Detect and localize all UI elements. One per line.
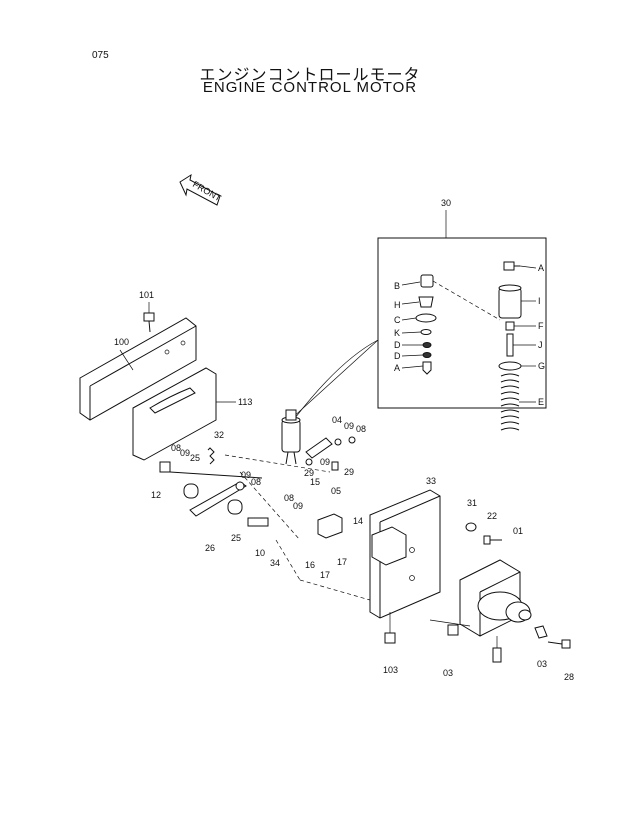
- label-04: 04: [332, 415, 342, 425]
- label-31: 31: [467, 498, 477, 508]
- label-29b: 29: [344, 467, 354, 477]
- title-japanese: エンジンコントロールモータ: [199, 67, 421, 84]
- label-i: I: [538, 296, 541, 306]
- label-32: 32: [214, 430, 224, 440]
- label-j: J: [538, 340, 543, 350]
- label-16: 16: [305, 560, 315, 570]
- label-d2: D: [394, 351, 401, 361]
- part-d2: [422, 352, 432, 358]
- part-h: [418, 296, 434, 308]
- label-05: 05: [331, 486, 341, 496]
- part-c-ring: [415, 313, 437, 323]
- part-f: [505, 321, 515, 331]
- label-e: E: [538, 397, 544, 407]
- title-english: ENGINE CONTROL MOTOR: [202, 79, 418, 96]
- label-29a: 29: [304, 468, 314, 478]
- motor-01: [447, 559, 532, 663]
- label-09e: 09: [293, 501, 303, 511]
- label-100: 100: [114, 337, 129, 347]
- bolt-22: [483, 535, 502, 545]
- label-a-top: A: [538, 263, 544, 273]
- part-e-spring: [500, 373, 520, 431]
- label-113: 113: [238, 397, 252, 407]
- label-17a: 17: [320, 570, 330, 580]
- lever-26: [189, 481, 247, 517]
- bracket-33: [317, 489, 441, 619]
- label-k: K: [394, 328, 400, 338]
- part-a1: [503, 261, 520, 271]
- nut-31: [465, 522, 477, 532]
- part-d1: [422, 342, 432, 348]
- label-09c: 09: [320, 457, 330, 467]
- label-12: 12: [151, 490, 161, 500]
- label-d1: D: [394, 340, 401, 350]
- label-22: 22: [487, 511, 497, 521]
- label-09a: 09: [344, 421, 354, 431]
- linkage-assembly: [159, 447, 371, 601]
- label-33: 33: [426, 476, 436, 486]
- label-08b: 08: [171, 443, 181, 453]
- label-g: G: [538, 361, 545, 371]
- label-a-bottom: A: [394, 363, 400, 373]
- label-28: 28: [564, 672, 574, 682]
- label-03b: 03: [537, 659, 547, 669]
- label-26: 26: [205, 543, 215, 553]
- clip-03-right: [534, 625, 548, 639]
- label-30: 30: [441, 198, 451, 208]
- part-i-cup: [498, 287, 522, 319]
- label-08c: 08: [251, 477, 261, 487]
- label-c: C: [394, 315, 401, 325]
- bolt-101: [143, 302, 155, 333]
- label-08d: 08: [284, 493, 294, 503]
- label-09d: 09: [241, 470, 251, 480]
- part-a2: [422, 361, 432, 375]
- label-09b: 09: [180, 448, 190, 458]
- label-03a: 03: [443, 668, 453, 678]
- label-25a: 25: [190, 453, 200, 463]
- label-101: 101: [139, 290, 154, 300]
- bolt-28: [547, 639, 571, 649]
- page-number: 075: [92, 50, 109, 61]
- label-b: B: [394, 281, 400, 291]
- label-34: 34: [270, 558, 280, 568]
- label-h: H: [394, 300, 401, 310]
- front-direction-arrow: FRONT: [179, 173, 223, 206]
- label-25b: 25: [231, 533, 241, 543]
- part-b: [420, 274, 434, 288]
- label-15: 15: [310, 477, 320, 487]
- spring-32: [207, 447, 215, 465]
- bolt-103: [384, 612, 396, 644]
- label-f: F: [538, 321, 544, 331]
- kit-30-group: [289, 210, 547, 431]
- label-10: 10: [255, 548, 265, 558]
- label-17b: 17: [337, 557, 347, 567]
- label-08a: 08: [356, 424, 366, 434]
- part-labels: 30 A B H C K D D A I F J G E 101 100 113…: [114, 198, 574, 682]
- part-j-pin: [506, 333, 514, 357]
- bracket-100: [79, 317, 236, 461]
- part-k: [420, 329, 432, 335]
- part-g-washer: [498, 361, 522, 371]
- actuator-assembly: [281, 409, 356, 471]
- label-01: 01: [513, 526, 523, 536]
- label-14: 14: [353, 516, 363, 526]
- label-103: 103: [383, 665, 398, 675]
